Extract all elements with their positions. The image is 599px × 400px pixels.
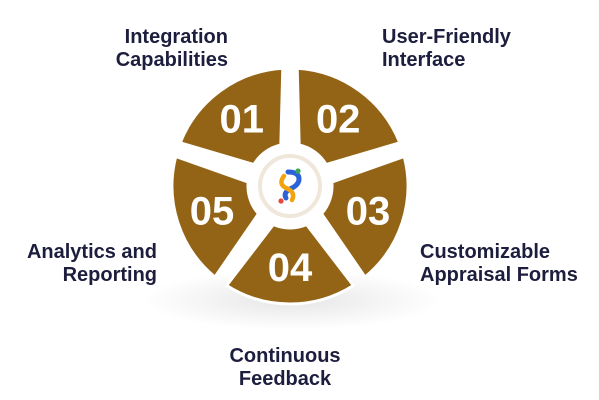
label-continuous-feedback: Continuous Feedback bbox=[0, 345, 570, 391]
label-line: Reporting bbox=[62, 264, 157, 286]
label-line: Analytics and bbox=[26, 241, 157, 263]
label-line: Customizable bbox=[420, 241, 551, 263]
label-line: Appraisal Forms bbox=[420, 264, 578, 286]
label-line: User-Friendly bbox=[382, 26, 511, 48]
label-line: Interface bbox=[382, 49, 466, 71]
company-logo-icon bbox=[278, 168, 302, 204]
label-analytics-and-reporting: Analytics and Reporting bbox=[20, 241, 157, 287]
label-line: Capabilities bbox=[115, 49, 228, 71]
petal-number-05: 05 bbox=[190, 189, 235, 233]
petal-segment-02 bbox=[295, 66, 402, 167]
petal-segment-04 bbox=[225, 223, 355, 306]
petal-number-03: 03 bbox=[346, 189, 391, 233]
petal-segment-05 bbox=[170, 154, 260, 279]
petal-number-01: 01 bbox=[220, 98, 265, 142]
label-line: Feedback bbox=[238, 368, 332, 390]
center-hub bbox=[258, 154, 322, 218]
label-user-friendly-interface: User-Friendly Interface bbox=[382, 26, 511, 72]
petal-segment-01 bbox=[178, 66, 285, 167]
petal-number-04: 04 bbox=[268, 246, 313, 290]
petal-group: 01 02 03 04 05 bbox=[170, 66, 410, 306]
petal-number-02: 02 bbox=[316, 98, 361, 142]
label-line: Integration bbox=[124, 26, 228, 48]
label-integration-capabilities: Integration Capabilities bbox=[78, 26, 228, 72]
label-line: Continuous bbox=[229, 345, 341, 367]
petal-segment-03 bbox=[320, 154, 410, 279]
label-customizable-appraisal-forms: Customizable Appraisal Forms bbox=[420, 241, 578, 287]
